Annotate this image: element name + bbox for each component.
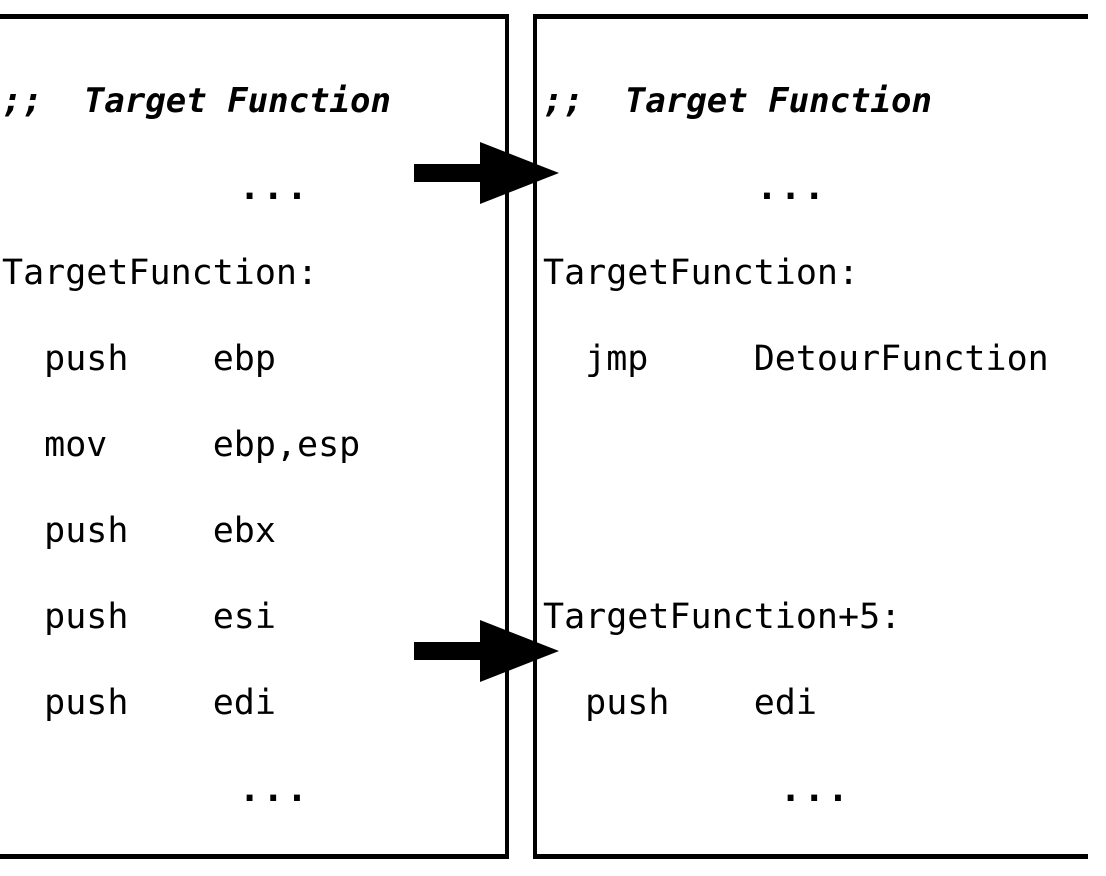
ellipsis-marker: ... (756, 167, 828, 208)
panel-after-hook: ;; Target Function ... TargetFunction: j… (533, 14, 1088, 859)
code-listing-before: ;; Target Function ... TargetFunction: p… (2, 37, 445, 876)
comment-title: Target Function (624, 81, 932, 121)
code-line: ... (2, 166, 445, 209)
comment-title: Target Function (83, 81, 391, 121)
spacer-line (2, 854, 445, 876)
code-line: ... (543, 166, 1091, 209)
spacer-line (543, 510, 1091, 553)
code-line: push edi (2, 683, 276, 723)
ellipsis-marker (2, 167, 239, 208)
code-listing-after: ;; Target Function ... TargetFunction: j… (543, 37, 1091, 876)
code-line-label: TargetFunction: (543, 253, 860, 293)
comment-marker: ;; (2, 81, 43, 121)
code-line: mov ebp,esp (2, 425, 361, 465)
ellipsis-marker: ... (779, 769, 851, 810)
comment-marker: ;; (543, 81, 584, 121)
ellipsis-marker: ... (238, 769, 310, 810)
code-line: push ebx (2, 511, 276, 551)
code-line-label: TargetFunction: (2, 253, 319, 293)
code-line: ... (543, 768, 1091, 811)
code-line-detour-jmp: jmp DetourFunction (543, 339, 1049, 379)
spacer-line (543, 854, 1091, 876)
comment-header-target-after: ;; Target Function (543, 80, 1091, 123)
code-line: push ebp (2, 339, 276, 379)
spacer-line (543, 424, 1091, 467)
code-line-label: TargetFunction+5: (543, 597, 902, 637)
code-line: ... (2, 768, 445, 811)
code-line: push esi (2, 597, 276, 637)
panel-before-hook: ;; Target Function ... TargetFunction: p… (0, 14, 509, 859)
comment-header-target-before: ;; Target Function (2, 80, 445, 123)
code-line: push edi (543, 683, 817, 723)
